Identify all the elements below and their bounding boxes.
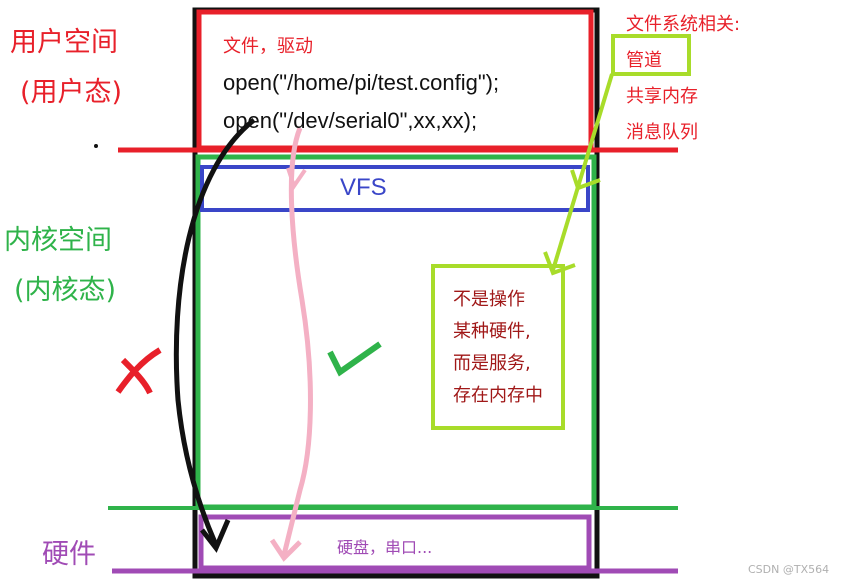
lime-tick [570,169,601,191]
hardware-box [198,514,592,571]
direct-hardware-arrowhead [200,519,231,553]
fs-item-message-queue: 消息队列 [626,122,698,143]
note-line-2: 某种硬件, [453,321,531,342]
hardware-box-text: 硬盘，串口... [337,538,433,557]
pipe-box [611,34,691,76]
vfs-path-arrow [281,127,313,556]
note-line-3: 而是服务, [453,353,531,374]
user-mode-label: (用户态) [20,77,123,108]
dot [94,144,98,148]
vfs-path-arrowhead [269,538,302,562]
code-line-serial: open("/dev/serial0",xx,xx); [223,108,478,133]
note-line-4: 存在内存中 [453,385,543,406]
user-box-title: 文件，驱动 [223,36,313,57]
hardware-label: 硬件 [42,539,96,570]
cross-mark [115,347,162,395]
vfs-path-tick [286,167,307,191]
code-line-config: open("/home/pi/test.config"); [223,70,500,95]
vfs-label: VFS [340,174,387,201]
note-box [431,264,565,430]
note-line-1: 不是操作 [453,289,525,310]
fs-related-title: 文件系统相关: [626,14,741,35]
fs-item-shared-memory: 共享内存 [626,86,698,107]
vfs-box [200,165,590,212]
fs-item-pipe: 管道 [626,50,662,71]
lime-arrow [551,73,614,271]
direct-hardware-arrow [173,118,256,547]
check-mark [327,341,382,377]
kernel-mode-label: (内核态) [14,275,117,306]
lime-arrowhead [543,251,576,276]
kernel-space-label: 内核空间 [4,225,112,256]
watermark: CSDN @TX564 [748,563,830,576]
user-space-label: 用户空间 [10,27,118,58]
